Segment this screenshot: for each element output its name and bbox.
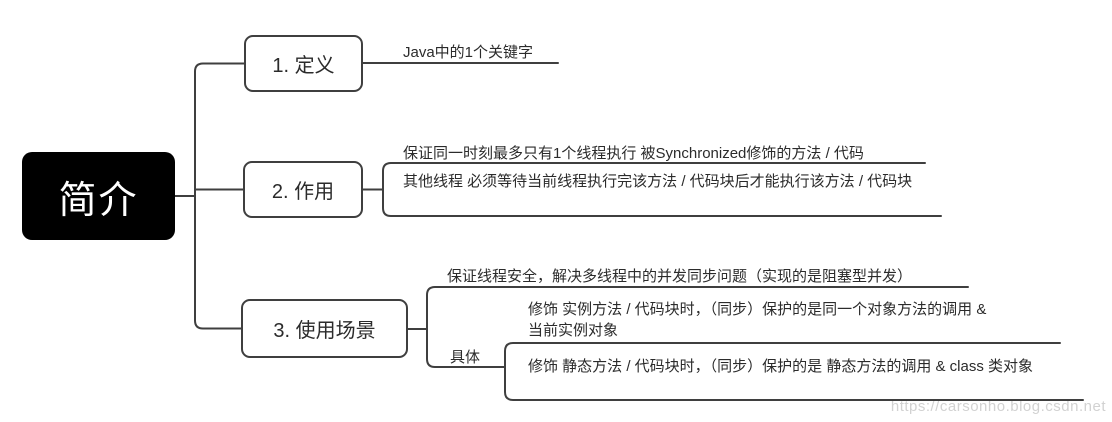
topic-java-keyword[interactable]: Java中的1个关键字 [403,44,534,61]
topic-instance-method[interactable]: 修饰 实例方法 / 代码块时，（同步）保护的是同一个对象方法的调用 & 当前实例… [528,301,987,339]
root-topic[interactable]: 简介 [22,152,175,240]
topic-function[interactable]: 2. 作用 [243,161,363,218]
topic-static-method[interactable]: 修饰 静态方法 / 代码块时，（同步）保护的是 静态方法的调用 & class … [528,358,1034,375]
topic-thread-safety[interactable]: 保证线程安全，解决多线程中的并发同步问题（实现的是阻塞型并发） [447,268,913,285]
topic-usage-scenario[interactable]: 3. 使用场景 [241,299,408,358]
topic-function-guarantee[interactable]: 保证同一时刻最多只有1个线程执行 被Synchronized修饰的方法 / 代码 [403,145,864,162]
watermark: https://carsonho.blog.csdn.net [890,398,1106,415]
connector-root-trunk [174,62,245,330]
topic-other-threads-wait[interactable]: 其他线程 必须等待当前线程执行完该方法 / 代码块后才能执行该方法 / 代码块 [403,173,913,190]
topic-definition[interactable]: 1. 定义 [244,35,363,92]
topic-concrete[interactable]: 具体 [450,349,481,366]
